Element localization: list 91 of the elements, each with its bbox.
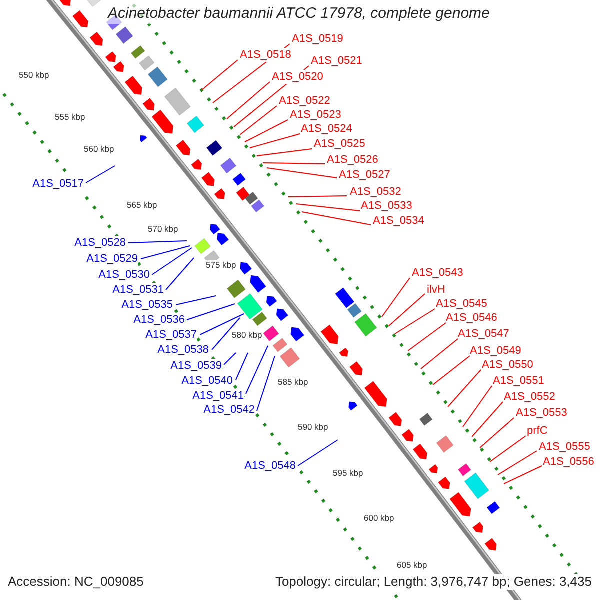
leader-line xyxy=(504,466,542,484)
gene-label: A1S_0552 xyxy=(504,390,556,404)
gene-label: A1S_0529 xyxy=(86,252,138,266)
gene-label: A1S_0532 xyxy=(350,185,402,199)
leader-line xyxy=(432,356,470,386)
position-tick-label: 565 kbp xyxy=(127,200,158,210)
gene-label: A1S_0551 xyxy=(493,374,544,388)
leader-line xyxy=(302,212,372,226)
gene-label: A1S_0543 xyxy=(412,266,464,280)
gene-label: A1S_0523 xyxy=(290,108,342,122)
position-tick-label: 595 kbp xyxy=(333,468,364,478)
gene-label: A1S_0530 xyxy=(98,268,150,282)
gene-label: A1S_0537 xyxy=(146,328,197,342)
leader-line xyxy=(480,418,514,448)
leader-line xyxy=(262,162,326,164)
gene-label: A1S_0536 xyxy=(134,313,185,327)
leader-line xyxy=(462,386,492,428)
gene-label: A1S_0522 xyxy=(279,94,330,108)
leader-line xyxy=(152,248,192,276)
leader-line xyxy=(240,106,278,136)
position-tick-label: 560 kbp xyxy=(84,144,114,154)
leader-line xyxy=(186,304,236,320)
position-tick-label: 590 kbp xyxy=(298,422,328,432)
gene-label: A1S_0525 xyxy=(314,137,366,151)
gene-label: A1S_0556 xyxy=(543,455,594,469)
leader-line xyxy=(266,168,338,178)
gene-label: A1S_0519 xyxy=(292,32,344,46)
gene-label: A1S_0534 xyxy=(373,214,424,228)
position-tick-label: 605 kbp xyxy=(397,560,428,570)
leader-line xyxy=(256,356,276,412)
position-tick-label: 555 kbp xyxy=(55,112,86,122)
leader-line xyxy=(202,60,238,90)
gene-label: A1S_0545 xyxy=(436,297,488,311)
leader-line xyxy=(212,318,240,350)
gene-label: A1S_0526 xyxy=(327,153,378,167)
leader-line xyxy=(246,346,268,394)
gene-label: A1S_0540 xyxy=(182,374,233,388)
gene-label: A1S_0541 xyxy=(192,389,244,403)
gene-label: A1S_0527 xyxy=(339,168,390,182)
gene-label: A1S_0546 xyxy=(446,311,498,325)
position-tick-label: 550 kbp xyxy=(19,70,50,80)
leader-line xyxy=(408,322,446,352)
leader-line xyxy=(420,338,458,370)
leader-line xyxy=(382,278,410,318)
gene-label: A1S_0531 xyxy=(112,283,164,297)
leader-line xyxy=(200,314,244,336)
gene-label: A1S_0550 xyxy=(482,358,534,372)
leader-line xyxy=(490,436,526,462)
leader-line xyxy=(394,308,436,334)
leader-line xyxy=(388,294,426,326)
gene-label: A1S_0518 xyxy=(240,48,292,62)
position-tick-label: 570 kbp xyxy=(148,224,178,234)
position-tick-label: 600 kbp xyxy=(364,513,394,523)
leader-line xyxy=(244,120,288,142)
leader-line xyxy=(166,258,194,290)
leader-line xyxy=(176,296,216,306)
leader-line xyxy=(498,450,538,476)
gene-label: A1S_0533 xyxy=(361,199,412,213)
gene-label: prfC xyxy=(527,424,548,438)
leader-line xyxy=(236,352,248,380)
gene-label: A1S_0535 xyxy=(122,298,173,312)
position-tick-label: 580 kbp xyxy=(232,330,262,340)
leader-line xyxy=(256,148,312,156)
gene-label: A1S_0549 xyxy=(470,344,522,358)
leader-line xyxy=(226,82,270,120)
leader-line xyxy=(224,352,236,366)
leader-line xyxy=(448,370,482,408)
gene-label: A1S_0538 xyxy=(158,343,209,357)
gene-label: A1S_0555 xyxy=(539,440,590,454)
leader-line xyxy=(250,134,300,148)
gene-label: A1S_0524 xyxy=(301,122,352,136)
leader-line xyxy=(288,196,348,198)
genome-info-text: Topology: circular; Length: 3,976,747 bp; Genes: 3,435 xyxy=(275,574,592,590)
gene-label: A1S_0539 xyxy=(170,359,222,373)
leader-line xyxy=(298,440,338,466)
leader-line xyxy=(472,402,504,438)
position-tick-label: 575 kbp xyxy=(206,260,236,270)
leader-line xyxy=(86,166,116,184)
gene-label: A1S_0548 xyxy=(244,459,296,473)
position-tick-label: 585 kbp xyxy=(278,377,308,387)
gene-label: A1S_0520 xyxy=(272,70,324,84)
leader-line xyxy=(296,204,360,212)
gene-label: A1S_0521 xyxy=(311,54,362,68)
leader-line xyxy=(128,240,188,244)
gene-label: A1S_0553 xyxy=(516,406,568,420)
gene-label: A1S_0547 xyxy=(458,327,510,341)
gene-label: A1S_0528 xyxy=(74,236,126,250)
accession-text: Accession: NC_009085 xyxy=(8,574,144,590)
gene-label: A1S_0517 xyxy=(32,177,84,191)
leader-line xyxy=(140,246,190,260)
gene-label: A1S_0542 xyxy=(204,403,255,417)
